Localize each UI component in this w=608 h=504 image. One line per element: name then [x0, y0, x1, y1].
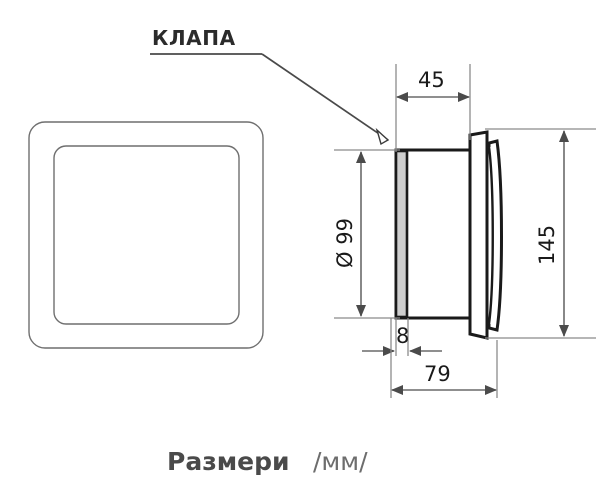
dimension-79: 79: [390, 318, 498, 398]
dimension-45: 45: [395, 64, 471, 152]
faceplate-cover-inner-edge: [487, 146, 494, 325]
front-square-view: [28, 121, 264, 349]
callout-arrowhead: [375, 127, 390, 146]
dimension-diameter-99: Ø 99: [333, 149, 400, 319]
callout-label: КЛАПА: [152, 26, 236, 50]
faceplate-plate: [468, 130, 489, 340]
faceplate-curved-cover: [487, 139, 503, 332]
valve-flap-band: [394, 149, 409, 319]
dimension-8: 8: [362, 318, 442, 356]
dim-45-value: 45: [418, 68, 445, 92]
dim-8-value: 8: [396, 324, 409, 348]
front-inner-frame: [53, 145, 240, 325]
dim-99-value: Ø 99: [333, 218, 357, 268]
caption-bold-part: Размери: [167, 447, 290, 476]
dimension-145: 145: [485, 128, 596, 339]
dim-79-value: 79: [424, 362, 451, 386]
drawing-caption: Размери /мм/: [167, 447, 368, 476]
caption-unit-part: /мм/: [313, 447, 368, 476]
callout-leader: [261, 53, 389, 141]
side-section-view: [394, 130, 503, 340]
dim-145-value: 145: [535, 225, 559, 265]
callout-klapa: КЛАПА: [150, 26, 390, 146]
